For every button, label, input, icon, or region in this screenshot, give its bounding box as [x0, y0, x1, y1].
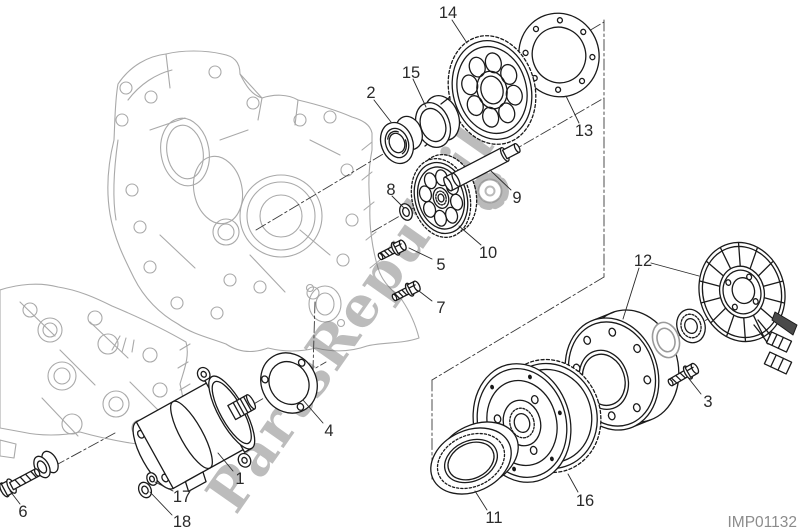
- callout-2: 2: [366, 84, 375, 102]
- leader-line-14: [451, 19, 468, 44]
- leader-line-11: [474, 490, 488, 511]
- stator-wiring: [754, 311, 798, 374]
- flanged-bushing-2: [375, 113, 427, 168]
- callout-6: 6: [18, 503, 27, 521]
- leader-line-4: [302, 399, 324, 424]
- leader-line-10: [458, 225, 482, 246]
- leader-line-12b: [622, 267, 640, 320]
- leader-line-8: [391, 195, 405, 209]
- washer-18: [136, 480, 154, 500]
- leader-line-7: [418, 290, 433, 302]
- callout-13: 13: [575, 122, 593, 140]
- leader-line-6: [9, 490, 21, 505]
- bolt-6: [0, 465, 43, 499]
- leader-line-13: [565, 95, 580, 124]
- callout-4: 4: [324, 422, 333, 440]
- leader-line-12a: [650, 262, 700, 277]
- callout-8: 8: [386, 181, 395, 199]
- callout-18: 18: [173, 513, 191, 531]
- callout-12: 12: [634, 252, 652, 270]
- screw-7: [390, 279, 423, 305]
- leader-line-3: [685, 374, 702, 395]
- centerline-starter-join: [312, 301, 316, 370]
- screw-5: [376, 238, 409, 264]
- callout-5: 5: [436, 256, 445, 274]
- callout-16: 16: [576, 492, 594, 510]
- stator-12: [688, 233, 798, 374]
- leader-line-16: [567, 473, 579, 493]
- leader-line-17: [154, 481, 174, 492]
- callout-1: 1: [235, 470, 244, 488]
- leader-line-1: [217, 452, 234, 472]
- bolt-3: [665, 361, 700, 390]
- leader-line-5: [408, 247, 433, 260]
- spring-washer: [672, 306, 709, 347]
- gasket-4: [250, 343, 328, 424]
- callout-17: 17: [173, 488, 191, 506]
- retaining-ring-13: [507, 2, 611, 108]
- callout-3: 3: [703, 393, 712, 411]
- callout-15: 15: [402, 64, 420, 82]
- diagram-code: IMP01132: [727, 514, 797, 531]
- shaft-9: [442, 140, 522, 192]
- centerline-diagonal-join: [431, 276, 605, 381]
- callout-10: 10: [479, 244, 497, 262]
- crankcase-bolt-bosses: [116, 66, 358, 319]
- leader-lines: [9, 19, 702, 516]
- leader-line-2: [373, 99, 392, 123]
- spacer-15: [410, 91, 466, 153]
- crankcase-ribs: [150, 54, 380, 292]
- washer-8: [398, 202, 415, 222]
- crankcase-upper: [108, 51, 419, 351]
- ring-gear-14: [436, 26, 547, 154]
- shim-washer: [648, 319, 684, 361]
- callout-7: 7: [436, 299, 445, 317]
- callout-11: 11: [485, 509, 502, 527]
- callout-9: 9: [512, 189, 521, 207]
- leader-line-15: [412, 78, 427, 108]
- callouts: 1 2 3 4 5 6 7 8 9 10 11 12 13 14 15 16 1…: [18, 4, 712, 531]
- starter-motor-1: [117, 353, 280, 509]
- sprag-clutch-11: [420, 409, 529, 506]
- callout-14: 14: [439, 4, 457, 22]
- leader-line-9: [489, 169, 512, 191]
- leader-line-18: [149, 491, 173, 516]
